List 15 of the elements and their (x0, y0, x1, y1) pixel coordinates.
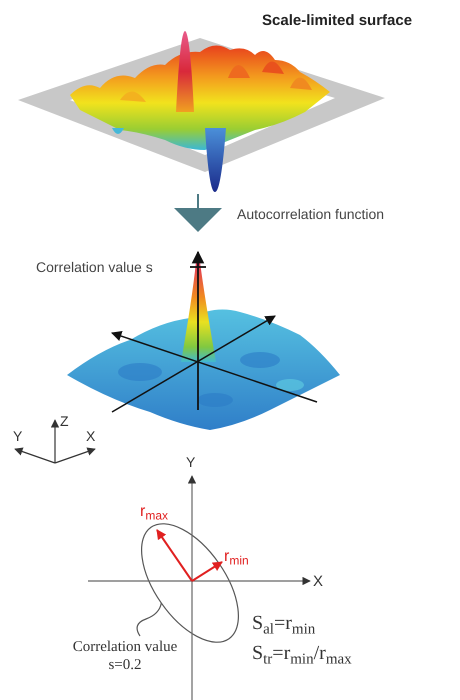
axis-label: Z (60, 413, 69, 430)
arrow (174, 194, 222, 232)
formula: S$_{al}$=r$_{min}$ (252, 612, 316, 639)
formula: S$_{tr}$=r$_{min}$/r$_{max}$ (252, 642, 352, 669)
caption: Correlation value s=0.2 (62, 638, 188, 674)
axis-label: Y (186, 454, 196, 470)
axis-label: X (313, 573, 324, 590)
vector-label: r$_{min}$ (224, 548, 249, 568)
axis-label: X (86, 428, 96, 444)
vector-label: r$_{max}$ (140, 503, 168, 524)
axis-label: Correlation value s (36, 259, 153, 276)
surface-drawing (18, 31, 385, 192)
axis-label: Y (13, 428, 22, 444)
title: Scale-limited surface (262, 12, 412, 29)
edge-label: Autocorrelation function (237, 206, 384, 222)
